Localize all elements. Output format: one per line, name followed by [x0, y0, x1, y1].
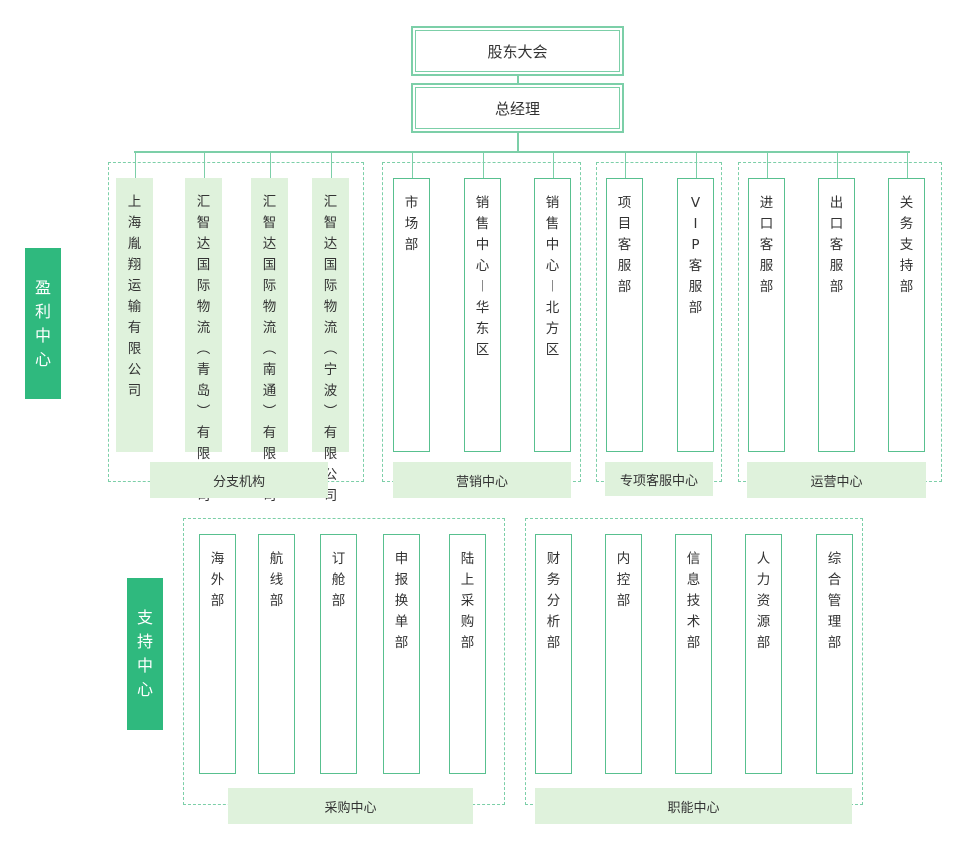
drop-connector	[203, 151, 205, 178]
functions-label: 职能中心	[535, 788, 852, 824]
drop-connector	[766, 151, 768, 178]
marketing-unit: 销售中心︱北方区	[534, 178, 571, 452]
connector-line	[517, 76, 519, 83]
drop-connector	[695, 151, 697, 178]
general-manager-label: 总经理	[415, 87, 620, 129]
functions-unit: 综合管理部	[816, 534, 853, 774]
functions-unit: 财务分析部	[535, 534, 572, 774]
branches-unit: 上海胤翔运输有限公司	[116, 178, 153, 452]
marketing-unit: 销售中心︱华东区	[464, 178, 501, 452]
procurement-unit: 陆上采购部	[449, 534, 486, 774]
special-unit: 项目客服部	[606, 178, 643, 452]
shareholders-box: 股东大会	[411, 26, 624, 76]
special-service-label: 专项客服中心	[605, 462, 713, 496]
drop-connector	[482, 151, 484, 178]
drop-connector	[552, 151, 554, 178]
procurement-unit: 海外部	[199, 534, 236, 774]
profit-center-label: 盈利中心	[25, 248, 61, 399]
procurement-unit: 航线部	[258, 534, 295, 774]
drop-connector	[624, 151, 626, 178]
procurement-unit: 申报换单部	[383, 534, 420, 774]
branches-unit: 汇智达国际物流︵宁波︶有限公司	[312, 178, 349, 504]
drop-connector	[906, 151, 908, 178]
operations-unit: 关务支持部	[888, 178, 925, 452]
functions-unit: 信息技术部	[675, 534, 712, 774]
procurement-label: 采购中心	[228, 788, 473, 824]
procurement-unit: 订舱部	[320, 534, 357, 774]
horizontal-connector	[134, 151, 910, 153]
connector-line	[517, 133, 519, 152]
shareholders-label: 股东大会	[415, 30, 620, 72]
operations-label: 运营中心	[747, 462, 926, 498]
functions-unit: 人力资源部	[745, 534, 782, 774]
support-center-label: 支持中心	[127, 578, 163, 730]
marketing-unit: 市场部	[393, 178, 430, 452]
branches-label: 分支机构	[150, 462, 328, 498]
drop-connector	[836, 151, 838, 178]
functions-unit: 内控部	[605, 534, 642, 774]
drop-connector	[134, 151, 136, 178]
general-manager-box: 总经理	[411, 83, 624, 133]
operations-unit: 进口客服部	[748, 178, 785, 452]
drop-connector	[411, 151, 413, 178]
operations-unit: 出口客服部	[818, 178, 855, 452]
marketing-label: 营销中心	[393, 462, 571, 498]
drop-connector	[269, 151, 271, 178]
drop-connector	[330, 151, 332, 178]
